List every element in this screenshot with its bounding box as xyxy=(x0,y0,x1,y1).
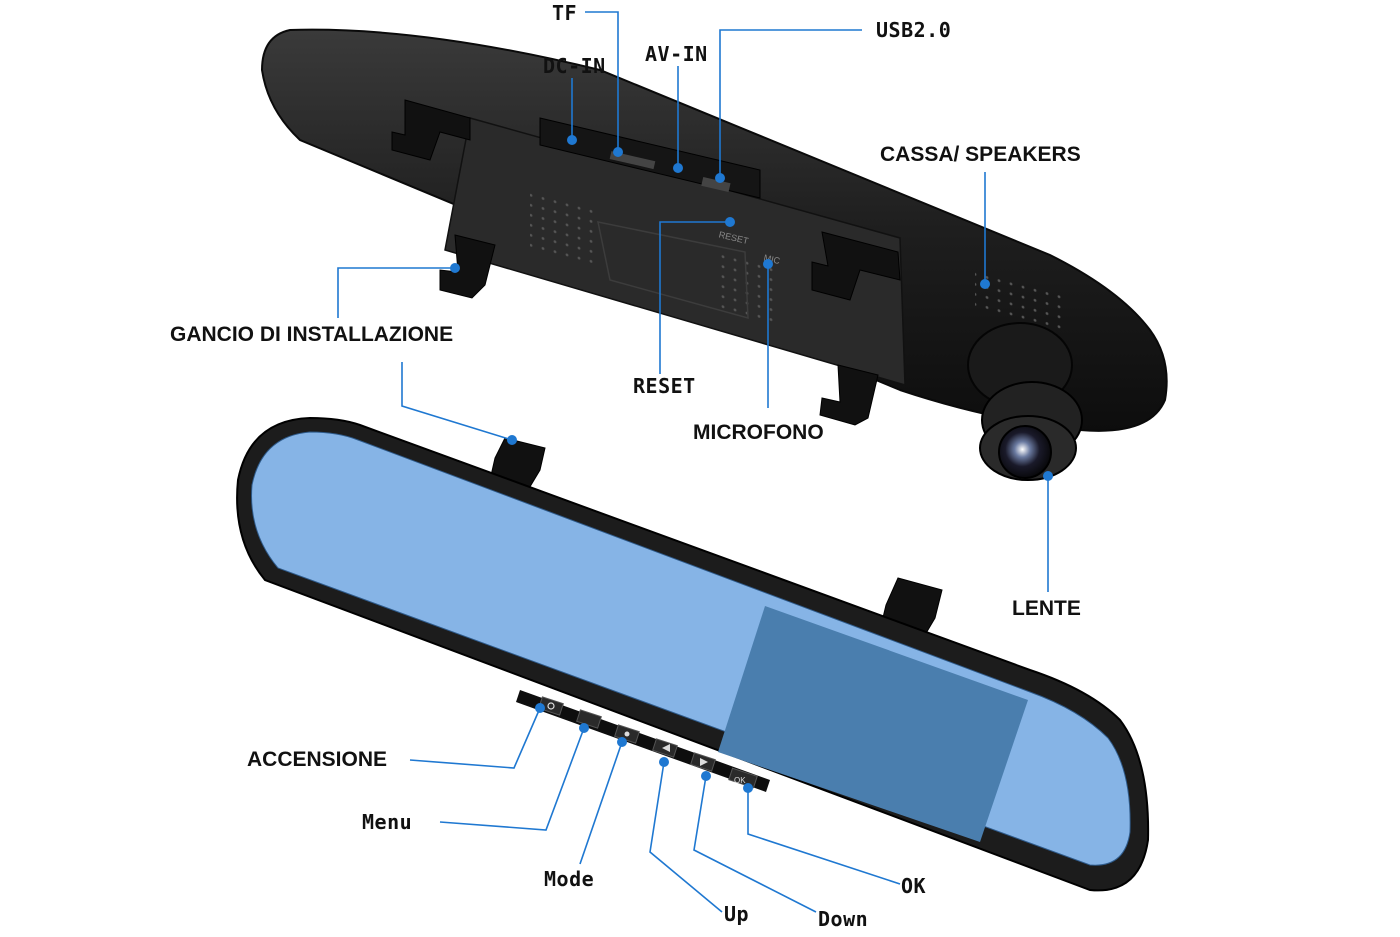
usb-port xyxy=(701,176,731,193)
leader-up xyxy=(649,761,723,913)
label-usb: USB2.0 xyxy=(876,18,952,42)
leader-mode xyxy=(579,741,623,865)
rear-panel xyxy=(444,117,906,387)
label-speakers: CASSA/ SPEAKERS xyxy=(880,143,1081,166)
leader-dots xyxy=(450,135,1053,793)
speaker-grille-left xyxy=(530,192,600,271)
ok-button[interactable]: OK xyxy=(728,767,758,789)
label-power: ACCENSIONE xyxy=(247,748,388,771)
reset-panel xyxy=(597,221,749,319)
hook-right-bottom xyxy=(819,364,879,426)
label-lens: LENTE xyxy=(1012,597,1081,620)
label-menu: Menu xyxy=(362,810,413,834)
up-button[interactable] xyxy=(652,738,678,758)
label-reset: RESET xyxy=(633,374,696,398)
mode-button[interactable] xyxy=(614,724,640,744)
leader-usb xyxy=(719,29,862,176)
camera-assembly xyxy=(967,322,1083,481)
camera-lens xyxy=(998,425,1052,479)
hook-right-top xyxy=(811,231,901,301)
label-down: Down xyxy=(818,907,869,931)
label-dc-in: DC-IN xyxy=(543,54,606,78)
svg-text:OK: OK xyxy=(734,776,746,785)
label-mode: Mode xyxy=(544,867,595,891)
speaker-grille-main xyxy=(975,266,1065,336)
leader-tf xyxy=(585,11,619,150)
hook-left-top xyxy=(391,99,471,161)
leader-reset xyxy=(659,221,730,374)
label-hook: GANCIO DI INSTALLAZIONE xyxy=(170,323,454,346)
leader-hook xyxy=(337,267,455,318)
label-av-in: AV-IN xyxy=(645,42,708,66)
label-microphone: MICROFONO xyxy=(693,421,824,444)
display-screen xyxy=(718,606,1028,842)
speaker-grille-right xyxy=(715,246,775,323)
leader-menu xyxy=(439,727,585,831)
rear-view: RESET MIC xyxy=(260,28,1168,481)
leader-ok xyxy=(747,788,901,885)
leader-hook-front xyxy=(401,362,513,441)
label-ok: OK xyxy=(901,874,927,898)
front-view: OK xyxy=(236,416,1150,892)
mirror-glass xyxy=(251,431,1131,866)
leader-lines xyxy=(337,11,1049,913)
leader-power xyxy=(409,707,541,769)
label-up: Up xyxy=(724,902,750,926)
label-tf: TF xyxy=(552,1,578,25)
leader-down xyxy=(693,775,817,913)
power-button[interactable] xyxy=(538,696,564,716)
down-button[interactable] xyxy=(690,752,716,772)
